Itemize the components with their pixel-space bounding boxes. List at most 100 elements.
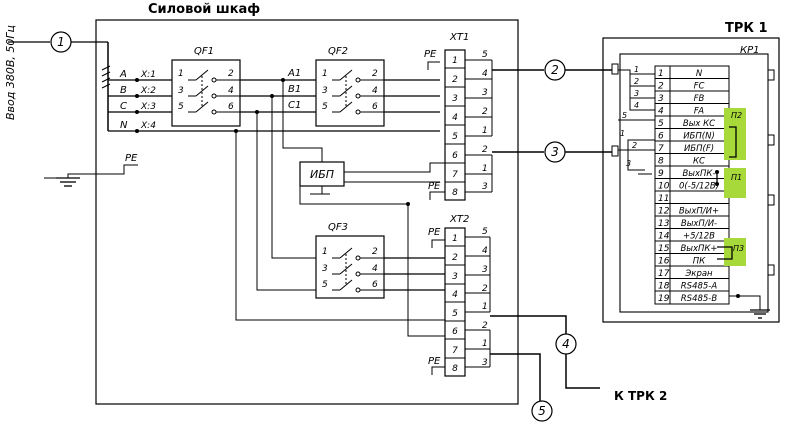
kp1-row-14-label: +5/12В <box>683 232 715 242</box>
xt1-label: XT1 <box>449 32 469 43</box>
pe-label-xt1: PE <box>424 49 437 60</box>
pe-label-left: PE <box>125 153 138 164</box>
kp1-row-3-label: FB <box>694 94 705 104</box>
kp1-row-12-number: 12 <box>658 207 670 217</box>
kp1-row-5-number: 5 <box>658 119 664 129</box>
kp1-board <box>619 53 769 313</box>
xt1-pin-3: 3 <box>452 94 458 104</box>
xt1-pin-4: 4 <box>452 113 458 123</box>
qf3-pin-1: 1 <box>322 247 328 257</box>
kp1-in-b2: 2 <box>632 141 637 150</box>
xt1-out-4: 4 <box>482 69 488 79</box>
xt2-pin-3: 3 <box>452 272 458 282</box>
pe-label-xt1-b: PE <box>428 181 441 192</box>
xt2-pin-5: 5 <box>452 309 458 319</box>
xt2-terminal-block <box>444 227 466 377</box>
qf2-pin-6: 6 <box>372 102 378 112</box>
ups-label: ИБП <box>310 168 334 181</box>
qf2-label: QF2 <box>328 46 348 57</box>
qf3-breaker <box>315 235 385 299</box>
qf2-breaker <box>315 59 385 127</box>
kp1-row-1-label: N <box>696 69 703 79</box>
trk1-title: ТРК 1 <box>725 21 768 36</box>
qf1-pin-6: 6 <box>228 102 234 112</box>
kp1-row-5-label: Вых КС <box>683 119 715 129</box>
qf3-pin-2: 2 <box>372 247 378 257</box>
out-label-a1: A1 <box>287 68 301 79</box>
kp1-row-11-number: 11 <box>658 194 669 204</box>
kp1-row-7-number: 7 <box>658 144 664 154</box>
phase-label-n: N <box>120 120 128 131</box>
xt1-out-1: 1 <box>482 126 488 136</box>
kp1-row-17-number: 17 <box>658 269 670 279</box>
kp1-row-16-label: ПК <box>693 257 706 267</box>
kp1-row-19-label: RS485-B <box>681 294 718 304</box>
xt2-pin-8: 8 <box>452 364 458 374</box>
qf1-pin-3: 3 <box>178 86 184 96</box>
kp1-row-13-label: ВыхП/И- <box>681 219 717 229</box>
qf1-pin-5: 5 <box>178 102 184 112</box>
xt2-pin-6: 6 <box>452 327 458 337</box>
xt1-pin-7: 7 <box>452 170 458 180</box>
input-label: Ввод 380В, 50Гц <box>4 25 17 120</box>
phase-label-a: A <box>119 69 127 80</box>
out-label-b1: B1 <box>288 84 301 95</box>
kp1-row-2-label: FC <box>694 82 705 92</box>
kp1-row-8-label: КС <box>693 157 705 167</box>
callout-5 <box>531 400 553 422</box>
kp1-row-1-number: 1 <box>658 69 664 79</box>
kp1-in-b1: 1 <box>620 129 625 138</box>
qf1-breaker <box>171 59 241 127</box>
qf3-pin-5: 5 <box>322 280 328 290</box>
callout-2-label: 2 <box>551 63 559 77</box>
kp1-in-3: 3 <box>634 89 639 98</box>
xt1-pin-2: 2 <box>452 75 458 85</box>
kp1-row-3-number: 3 <box>658 94 664 104</box>
qf1-label: QF1 <box>194 46 214 57</box>
callout-5-label: 5 <box>538 404 546 418</box>
xt1-pin-5: 5 <box>452 132 458 142</box>
kp1-in-5: 5 <box>622 111 627 120</box>
out-label-c1: C1 <box>288 100 301 111</box>
callout-4-label: 4 <box>562 337 570 351</box>
kp1-row-17-label: Экран <box>684 269 713 279</box>
xt2-out-1: 1 <box>482 302 488 312</box>
kp1-in-b3: 3 <box>626 159 631 168</box>
kp1-row-10-label: 0(-5/12В) <box>679 182 719 192</box>
kp1-row-13-number: 13 <box>658 219 670 229</box>
qf1-pin-4: 4 <box>228 86 234 96</box>
xt2-out-b2: 2 <box>482 321 488 331</box>
jumper-p2-label: П2 <box>731 111 742 120</box>
qf3-pin-3: 3 <box>322 264 328 274</box>
cabinet-title: Силовой шкаф <box>148 2 260 17</box>
kp1-row-12-label: ВыхП/И+ <box>679 207 719 217</box>
kp1-row-16-number: 16 <box>658 257 670 267</box>
jumper-p1-label: П1 <box>731 173 742 182</box>
kp1-label: КР1 <box>740 45 760 56</box>
kp1-row-8-number: 8 <box>658 157 664 167</box>
phase-label-c: C <box>120 101 127 112</box>
kp1-row-2-number: 2 <box>658 82 664 92</box>
qf1-pin-2: 2 <box>228 69 234 79</box>
qf2-pin-3: 3 <box>322 86 328 96</box>
qf3-pin-6: 6 <box>372 280 378 290</box>
xt1-out-5: 5 <box>482 50 488 60</box>
callout-3-label: 3 <box>551 145 559 159</box>
kp1-row-6-number: 6 <box>658 132 664 142</box>
xt1-out-b1: 1 <box>482 164 488 174</box>
xt1-out-b3: 3 <box>482 182 488 192</box>
kp1-row-15-label: ВыхПК+ <box>680 244 717 254</box>
kp1-in-1: 1 <box>634 65 639 74</box>
kp1-row-7-label: ИБП(F) <box>684 144 714 154</box>
xt2-out-5: 5 <box>482 227 488 237</box>
kp1-row-18-label: RS485-A <box>681 282 718 292</box>
jumper-p1-highlight <box>724 168 746 198</box>
x-label-2: X:2 <box>140 86 156 96</box>
pe-label-xt2-b: PE <box>428 356 441 367</box>
power-cabinet-frame <box>95 19 519 405</box>
kp1-row-14-number: 14 <box>658 232 670 242</box>
xt2-label: XT2 <box>449 214 469 225</box>
x-label-1: X:1 <box>140 70 156 80</box>
jumper-p3-label: П3 <box>733 244 744 253</box>
xt2-out-b1: 1 <box>482 339 488 349</box>
